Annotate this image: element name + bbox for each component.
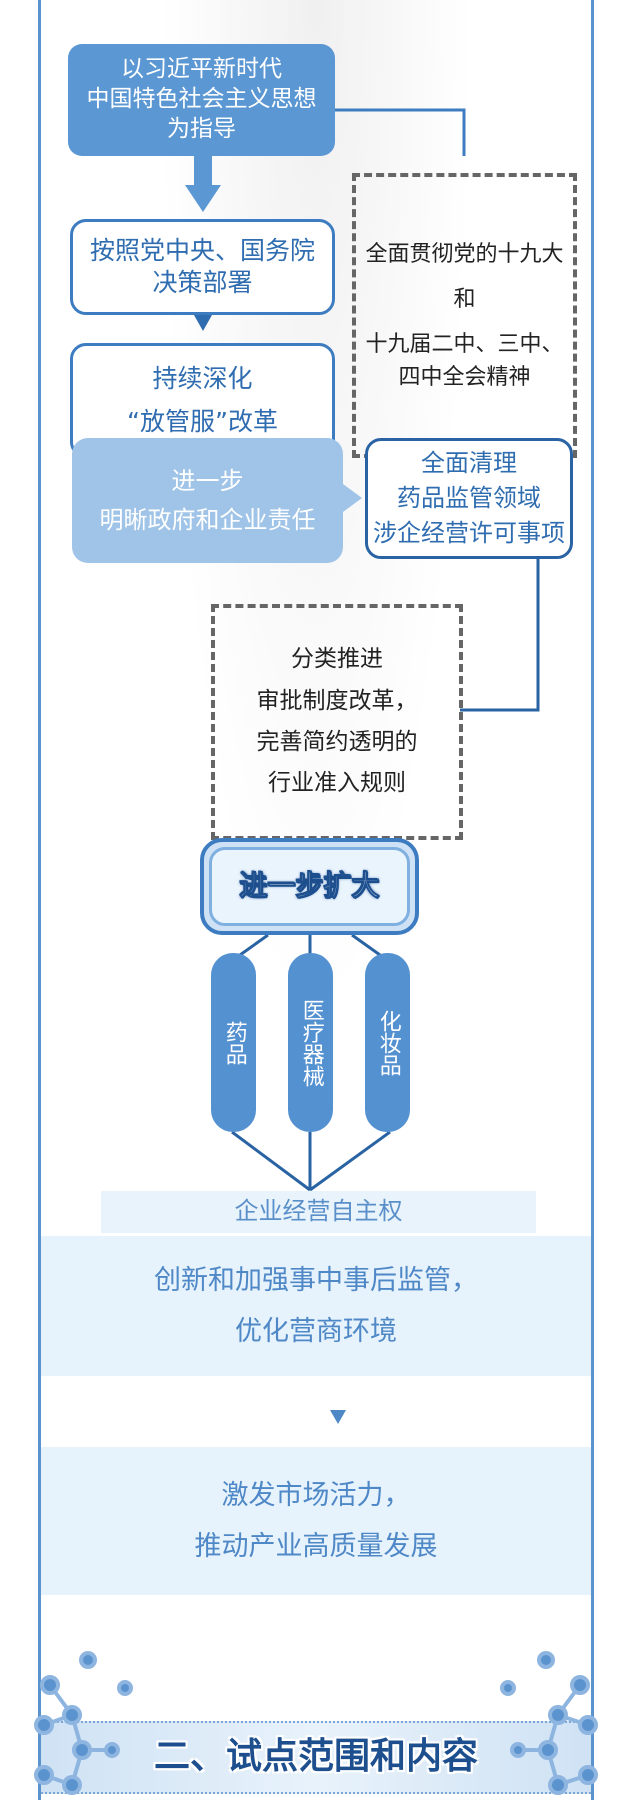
molecule-decoration-icon xyxy=(34,1651,598,1795)
text-line: 四中全会精神 xyxy=(398,364,531,390)
section-banner xyxy=(41,1721,591,1794)
connector-cleanup-classify xyxy=(460,559,540,712)
text-line: 分类推进 xyxy=(291,646,383,673)
text-line: 药品监管领域 xyxy=(397,484,541,513)
arrow-stem xyxy=(194,156,212,186)
text-line: “放管服”改革 xyxy=(127,406,278,436)
text-line: 决策部署 xyxy=(152,268,253,297)
triangle-down-icon xyxy=(330,1410,346,1424)
guide-box: 以习近平新时代 中国特色社会主义思想 为指导 xyxy=(68,44,335,156)
text-line: 审批制度改革， xyxy=(256,687,418,714)
text-line: 进一步 xyxy=(171,467,244,496)
text-line: 以习近平新时代 xyxy=(121,56,282,83)
text-line: 按照党中央、国务院 xyxy=(89,235,315,265)
spirit-dashed-box: 全面贯彻党的十九大 和 十九届二中、三中、 四中全会精神 xyxy=(352,173,577,458)
pill-cosmetics: 化妆品 xyxy=(365,953,410,1132)
text-line: 优化营商环境 xyxy=(235,1316,397,1347)
text-line: 完善简约透明的 xyxy=(256,729,418,755)
classify-dashed-box: 分类推进 审批制度改革， 完善简约透明的 行业准入规则 xyxy=(211,604,463,840)
cleanup-box: 全面清理 药品监管领域 涉企经营许可事项 xyxy=(365,438,573,559)
text-line: 推动产业高质量发展 xyxy=(194,1531,438,1562)
text-line: 明晰政府和企业责任 xyxy=(99,505,316,534)
arrow-down-icon xyxy=(185,185,221,212)
speech-pointer xyxy=(343,484,362,512)
small-arrow-icon xyxy=(194,315,212,331)
text-line: 为指导 xyxy=(167,115,236,142)
according-box: 按照党中央、国务院 决策部署 xyxy=(70,219,335,315)
outcome-panel-2: 激发市场活力， 推动产业高质量发展 xyxy=(41,1447,591,1595)
text-line: 激发市场活力， xyxy=(221,1479,411,1511)
connector-guide-spirit xyxy=(335,108,466,156)
text-line: 涉企经营许可事项 xyxy=(373,518,565,547)
text-line: 创新和加强事中事后监管， xyxy=(154,1264,478,1296)
pill-drugs: 药品 xyxy=(211,953,256,1132)
text-line: 中国特色社会主义思想 xyxy=(86,86,317,113)
text-line: 和 xyxy=(453,286,476,312)
text-line: 十九届二中、三中、 xyxy=(365,331,564,357)
expand-title: 进一步扩大 xyxy=(209,847,410,926)
text-line: 全面清理 xyxy=(421,449,517,478)
text-line: 全面贯彻党的十九大 xyxy=(365,241,564,267)
section-heading: 二、试点范围和内容 xyxy=(153,1736,478,1778)
pill-medical-devices: 医疗器械 xyxy=(288,953,333,1132)
autonomy-bar: 企业经营自主权 xyxy=(101,1191,536,1233)
outcome-panel-1: 创新和加强事中事后监管， 优化营商环境 xyxy=(41,1236,591,1376)
expand-header: 进一步扩大 xyxy=(200,838,419,935)
clarify-box: 进一步 明晰政府和企业责任 xyxy=(72,438,343,563)
text-line: 行业准入规则 xyxy=(268,770,406,797)
text-line: 持续深化 xyxy=(152,364,253,393)
expand-connectors xyxy=(231,933,391,1192)
